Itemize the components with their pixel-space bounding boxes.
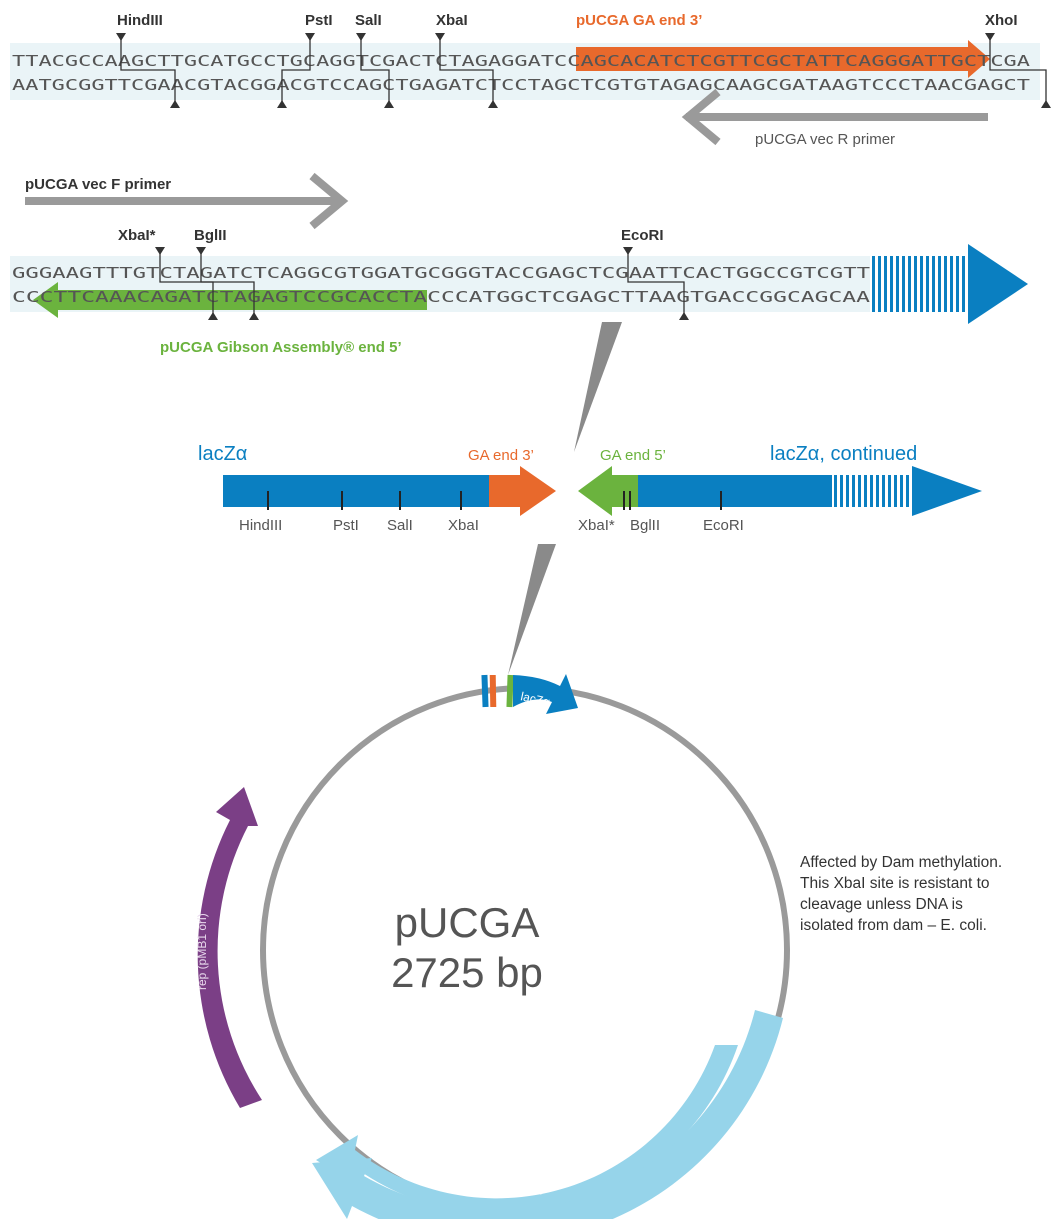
gibson-end-5-label: pUCGA Gibson Assembly® end 5’ bbox=[160, 339, 402, 356]
site-xbai-label: XbaI bbox=[436, 12, 468, 29]
map-site-bglii: BglII bbox=[630, 517, 660, 534]
site-xbai-star-label: XbaI* bbox=[118, 227, 156, 244]
cut-marks-middle bbox=[159, 252, 685, 316]
forward-primer-arrow bbox=[25, 172, 349, 230]
ga-end-3-arrow bbox=[576, 40, 990, 78]
map-site-xbai: XbaI bbox=[448, 517, 479, 534]
cut-triangles-top bbox=[116, 33, 1051, 108]
bla-arc-inner bbox=[316, 1045, 738, 1215]
ga5-label: GA end 5’ bbox=[600, 447, 666, 464]
marker-ga3 bbox=[489, 674, 497, 708]
ga3-label: GA end 3’ bbox=[468, 447, 534, 464]
lacz-label: lacZα bbox=[198, 443, 247, 465]
ga3-block bbox=[489, 466, 556, 516]
plasmid-size: 2725 bp bbox=[391, 949, 543, 996]
marker-lacz-start bbox=[481, 674, 489, 708]
ga5-block bbox=[578, 466, 642, 516]
map-site-sali: SalI bbox=[387, 517, 413, 534]
ga-end-5-arrow bbox=[33, 282, 427, 318]
plasmid-lacz-arrow bbox=[513, 674, 578, 714]
lacz-striped-arrow bbox=[872, 244, 1028, 324]
sequence-top-strand: TTACGCCAAGCTTGCATGCCTGCAGGTCGACTCTAGAGGA… bbox=[12, 52, 1030, 70]
map-site-ticks bbox=[267, 491, 722, 510]
cut-triangles-middle bbox=[155, 247, 689, 320]
ga-end-3-label: pUCGA GA end 3’ bbox=[576, 12, 702, 29]
plasmid-name: pUCGA bbox=[395, 899, 540, 946]
zoom-wedge-upper bbox=[574, 322, 622, 452]
note-line-1: Affected by Dam methylation. bbox=[800, 854, 1003, 871]
middle-sequence-bottom-strand: CCCTTCAAACAGATCTAGAGTCCGCACCTACCCATGGCTC… bbox=[12, 288, 870, 306]
map-site-xbai-star: XbaI* bbox=[578, 517, 615, 534]
bla-label-close: ) bbox=[583, 1158, 593, 1172]
bla-superscript: R bbox=[576, 1158, 587, 1170]
marker-ga5 bbox=[506, 674, 514, 708]
site-xhoi-label: XhoI bbox=[985, 12, 1018, 29]
site-sali-label: SalI bbox=[355, 12, 382, 29]
site-bglii-label: BglII bbox=[194, 227, 227, 244]
rep-arc bbox=[197, 787, 262, 1108]
reverse-primer-arrow bbox=[681, 88, 988, 146]
site-psti-label: PstI bbox=[305, 12, 333, 29]
map-site-ecori: EcoRI bbox=[703, 517, 744, 534]
rep-label: rep (pMB1 ori) bbox=[195, 913, 209, 990]
note-line-2: This XbaI site is resistant to bbox=[800, 875, 990, 892]
lacz-block-left bbox=[223, 475, 491, 507]
map-site-psti: PstI bbox=[333, 517, 359, 534]
zoom-wedge-lower bbox=[508, 544, 556, 675]
sequence-bottom-strand: AATGCGGTTCGAACGTACGGACGTCCAGCTGAGATCTCCT… bbox=[12, 76, 1030, 94]
reverse-primer-label: pUCGA vec R primer bbox=[755, 131, 895, 148]
note-line-4: isolated from dam – E. coli. bbox=[800, 917, 987, 934]
bla-arc bbox=[312, 1010, 783, 1219]
site-ecori-label: EcoRI bbox=[621, 227, 664, 244]
cut-marks-top bbox=[120, 38, 1047, 104]
plasmid-lacz-label: lacZα bbox=[519, 689, 551, 709]
forward-primer-label: pUCGA vec F primer bbox=[25, 176, 171, 193]
site-hindiii-label: HindIII bbox=[117, 12, 163, 29]
middle-sequence-top-strand: GGGAAGTTTGTCTAGATCTCAGGCGTGGATGCGGGTACCG… bbox=[12, 264, 870, 282]
lacz-continued-label: lacZα, continued bbox=[770, 443, 917, 465]
lacz-striped-end bbox=[834, 466, 982, 516]
map-site-hindiii: HindIII bbox=[239, 517, 282, 534]
dam-methylation-note: Affected by Dam methylation. This XbaI s… bbox=[800, 852, 1052, 936]
note-line-3: cleavage unless DNA is bbox=[800, 896, 963, 913]
lacz-block-right bbox=[638, 475, 832, 507]
